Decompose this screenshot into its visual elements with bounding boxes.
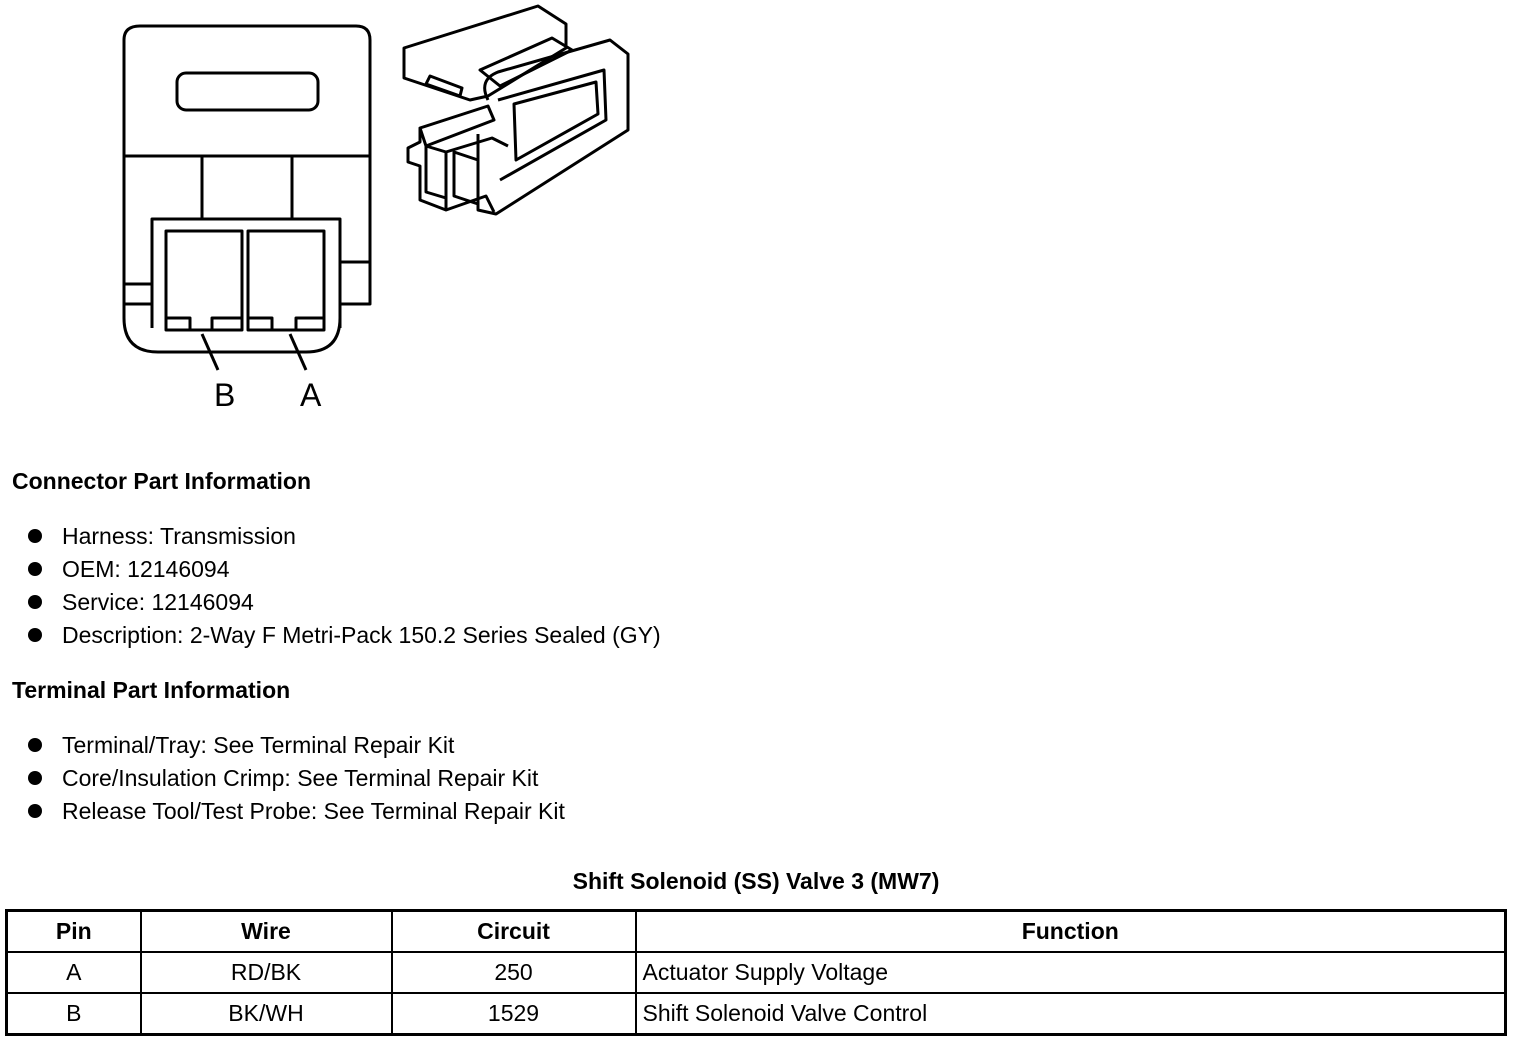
table-header-row: Pin Wire Circuit Function: [5, 909, 1507, 953]
bullet-icon: [28, 738, 42, 752]
table-caption: Shift Solenoid (SS) Valve 3 (MW7): [572, 868, 940, 894]
list-item: Release Tool/Test Probe: See Terminal Re…: [28, 797, 565, 830]
cell-pin: B: [5, 992, 142, 1036]
list-item: Harness: Transmission: [28, 522, 661, 555]
pin-label-b: B: [214, 377, 235, 413]
connector-diagram: B A: [122, 4, 630, 413]
list-item-text: Harness: Transmission: [62, 523, 296, 549]
column-header-wire: Wire: [139, 909, 393, 953]
cell-circuit: 250: [390, 951, 637, 994]
cell-function: Actuator Supply Voltage: [634, 951, 1507, 994]
cell-circuit: 1529: [390, 992, 637, 1036]
bullet-icon: [28, 628, 42, 642]
list-item-text: Service: 12146094: [62, 589, 254, 615]
column-header-function: Function: [634, 909, 1507, 953]
cell-function: Shift Solenoid Valve Control: [634, 992, 1507, 1036]
terminal-part-info-heading: Terminal Part Information: [12, 677, 291, 703]
terminal-part-info-list: Terminal/Tray: See Terminal Repair Kit C…: [28, 731, 565, 830]
connector-face-view: [122, 24, 372, 371]
bullet-icon: [28, 804, 42, 818]
bullet-icon: [28, 771, 42, 785]
column-header-pin: Pin: [5, 909, 142, 953]
cell-wire: RD/BK: [139, 951, 393, 994]
pinout-table: Pin Wire Circuit Function A RD/BK 250 Ac…: [5, 909, 1507, 1036]
bullet-icon: [28, 595, 42, 609]
cell-wire: BK/WH: [139, 992, 393, 1036]
list-item-text: Terminal/Tray: See Terminal Repair Kit: [62, 732, 455, 758]
list-item: Core/Insulation Crimp: See Terminal Repa…: [28, 764, 565, 797]
bullet-icon: [28, 562, 42, 576]
pin-label-a: A: [300, 377, 322, 413]
list-item-text: Core/Insulation Crimp: See Terminal Repa…: [62, 765, 539, 791]
list-item: Description: 2-Way F Metri-Pack 150.2 Se…: [28, 621, 661, 654]
table-row: B BK/WH 1529 Shift Solenoid Valve Contro…: [5, 992, 1507, 1036]
list-item-text: Release Tool/Test Probe: See Terminal Re…: [62, 798, 565, 824]
connector-part-info-heading: Connector Part Information: [12, 468, 312, 494]
list-item: Service: 12146094: [28, 588, 661, 621]
list-item: Terminal/Tray: See Terminal Repair Kit: [28, 731, 565, 764]
connector-part-info-list: Harness: Transmission OEM: 12146094 Serv…: [28, 522, 661, 654]
table-row: A RD/BK 250 Actuator Supply Voltage: [5, 951, 1507, 994]
list-item-text: Description: 2-Way F Metri-Pack 150.2 Se…: [62, 622, 661, 648]
cell-pin: A: [5, 951, 142, 994]
bullet-icon: [28, 529, 42, 543]
column-header-circuit: Circuit: [390, 909, 637, 953]
list-item: OEM: 12146094: [28, 555, 661, 588]
connector-isometric-view: [402, 4, 630, 216]
list-item-text: OEM: 12146094: [62, 556, 230, 582]
